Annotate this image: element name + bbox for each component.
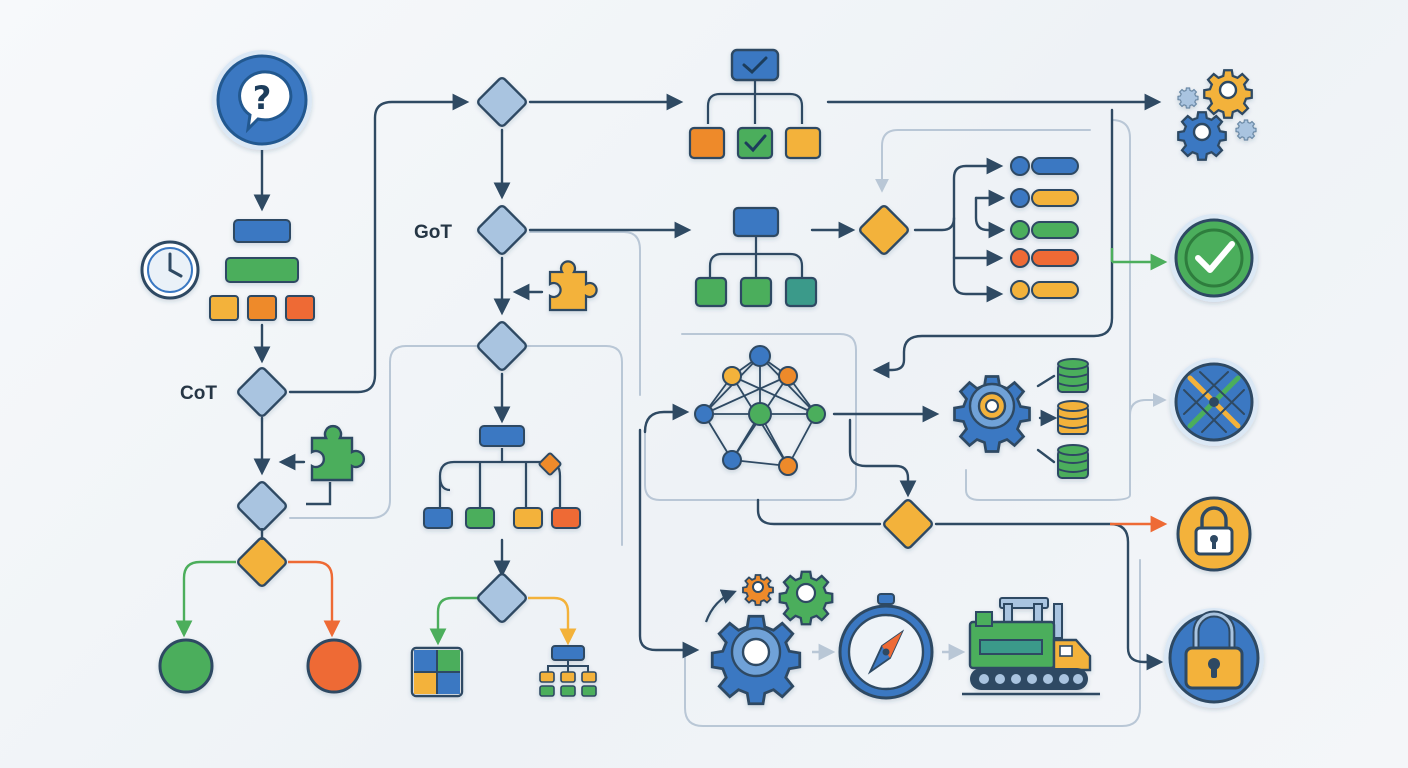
padlock-icon[interactable]	[1164, 608, 1264, 708]
lock-icon[interactable]	[1176, 496, 1252, 572]
puzzle-icon-mid	[548, 260, 598, 312]
question-bubble-icon: ?	[212, 50, 312, 150]
cot-decision-diamond[interactable]	[237, 367, 288, 418]
secondary-connectors	[289, 119, 1167, 727]
process-gears-icon	[704, 570, 834, 706]
got-decision-diamond[interactable]	[477, 205, 528, 256]
check-badge-icon[interactable]	[1170, 214, 1258, 302]
puzzle-grid-icon	[410, 646, 464, 698]
database-icon	[1057, 358, 1089, 479]
compass-icon	[838, 593, 934, 700]
cot-label: CoT	[180, 383, 217, 404]
branch-arrow-green	[175, 560, 236, 638]
puzzle-connector	[306, 482, 332, 506]
tree-block-mid	[423, 425, 581, 529]
question-mark-glyph: ?	[253, 79, 272, 117]
outcome-circle-orange[interactable]	[306, 638, 362, 694]
puzzle-icon	[310, 425, 365, 482]
decision-diamond-left-3[interactable]	[237, 537, 288, 588]
network-graph-icon	[694, 345, 826, 476]
branch-arrow-green-mid	[429, 596, 478, 646]
decision-diamond-right[interactable]	[859, 205, 910, 256]
decision-diamond-mid-1[interactable]	[477, 77, 528, 128]
hierarchy-block-left	[209, 219, 315, 321]
decision-diamond-lower-right[interactable]	[883, 499, 934, 550]
got-label: GoT	[414, 222, 452, 243]
checked-hierarchy-top	[688, 48, 822, 160]
decision-diamond-left-2[interactable]	[237, 481, 288, 532]
outcome-circle-green[interactable]	[158, 638, 214, 694]
branch-arrow-orange	[288, 560, 341, 638]
gear-cluster-icon	[1177, 69, 1257, 161]
decision-diamond-mid-4[interactable]	[477, 573, 528, 624]
branch-arrow-yellow-mid	[528, 596, 577, 646]
option-list	[1010, 156, 1079, 300]
mini-tree-icon	[539, 645, 597, 697]
network-cross-icon[interactable]	[1170, 358, 1258, 446]
primary-connectors	[253, 93, 1164, 671]
gear-database-icon	[953, 375, 1031, 453]
hierarchy-block-mid-right	[694, 206, 818, 308]
clock-icon	[140, 240, 200, 300]
arrow-to-check	[1110, 248, 1164, 262]
machine-icon	[962, 597, 1100, 696]
decision-diamond-mid-3[interactable]	[477, 321, 528, 372]
